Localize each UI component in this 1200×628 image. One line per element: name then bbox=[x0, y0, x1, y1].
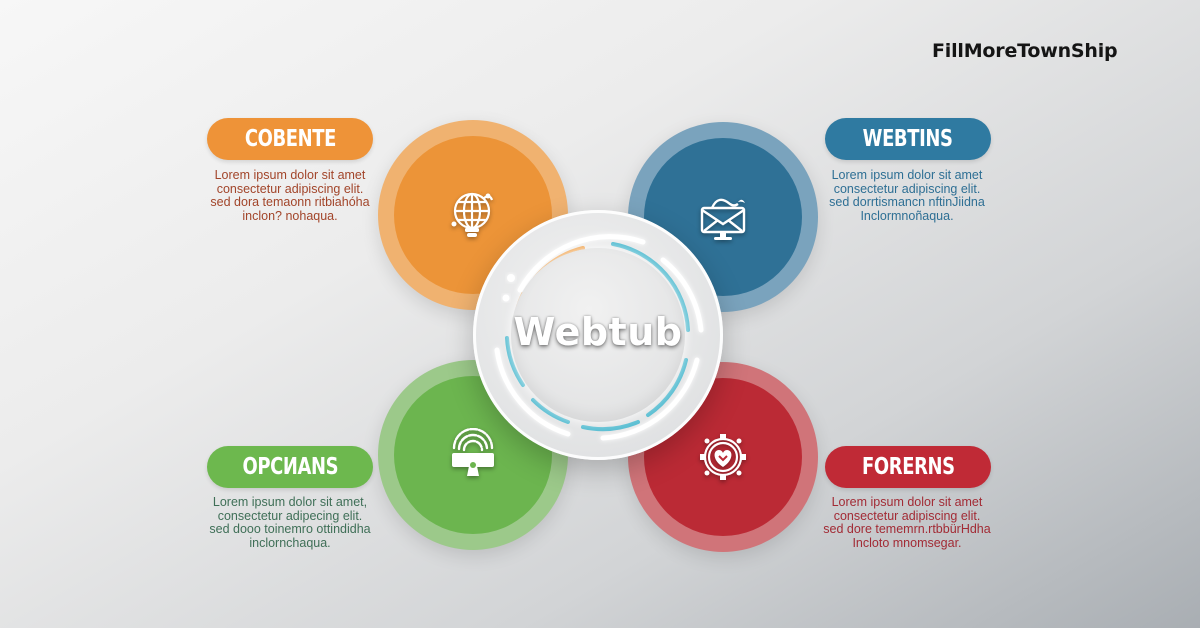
description-top-left: Lorem ipsum dolor sit amet consectetur a… bbox=[195, 168, 385, 223]
description-line: Lorem ipsum dolor sit amet, bbox=[212, 495, 368, 509]
description-line: consectetur adipiscing elit. bbox=[216, 181, 364, 196]
wireless-signal-device-icon bbox=[452, 428, 494, 476]
label-text: OPCИANS bbox=[242, 454, 338, 480]
hub-title: Webtub bbox=[513, 310, 683, 354]
description-bottom-right: Lorem ipsum dolor sit amet consectetur a… bbox=[812, 495, 1002, 550]
quadrant-disc-bottom-right bbox=[628, 362, 818, 552]
label-pill-top-left: COBENTE bbox=[207, 118, 373, 160]
label-text: COBENTE bbox=[244, 126, 336, 152]
description-line: sed dore tememrn.rtbbürHdha bbox=[823, 522, 991, 536]
description-line: inclornchaqua. bbox=[249, 535, 331, 550]
label-text: FORERNS bbox=[861, 454, 955, 480]
description-line: Lorem ipsum dolor sit amet bbox=[831, 495, 983, 509]
description-line: sed dooo toinemro ottindidha bbox=[209, 522, 371, 536]
description-line: sed dora temaonn ritbiahóha bbox=[210, 195, 370, 209]
center-hub: Webtub bbox=[473, 210, 723, 460]
description-line: inclon? nohaqua. bbox=[242, 208, 338, 223]
hub-face bbox=[511, 248, 685, 422]
description-line: Lorem ipsum dolor sit amet bbox=[214, 168, 366, 182]
label-text: WEBTINS bbox=[863, 126, 953, 152]
description-line: Inclormnoñaqua. bbox=[860, 208, 954, 223]
description-bottom-left: Lorem ipsum dolor sit amet, consectetur … bbox=[195, 495, 385, 550]
label-pill-bottom-left: OPCИANS bbox=[207, 446, 373, 488]
label-pill-bottom-right: FORERNS bbox=[825, 446, 991, 488]
description-top-right: Lorem ipsum dolor sit amet consectetur a… bbox=[812, 168, 1002, 223]
globe-lightbulb-icon bbox=[451, 192, 494, 237]
description-line: consectetur adipiscing elit. bbox=[833, 181, 981, 196]
description-line: sed dorrtismancn nftinJiidna bbox=[829, 195, 985, 209]
description-line: Lorem ipsum dolor sit amet bbox=[831, 168, 983, 182]
description-line: consectetur adipecing elit. bbox=[217, 508, 363, 523]
gear-heart-icon bbox=[700, 434, 746, 480]
description-line: Incloto mnomsegar. bbox=[852, 535, 962, 550]
quadrant-disc-top-left bbox=[378, 120, 568, 310]
label-pill-top-right: WEBTINS bbox=[825, 118, 991, 160]
brand-name: FillMoreTownShip bbox=[932, 40, 1118, 62]
description-line: consectetur adipiscing elit. bbox=[833, 508, 981, 523]
monitor-mail-icon bbox=[700, 198, 746, 240]
